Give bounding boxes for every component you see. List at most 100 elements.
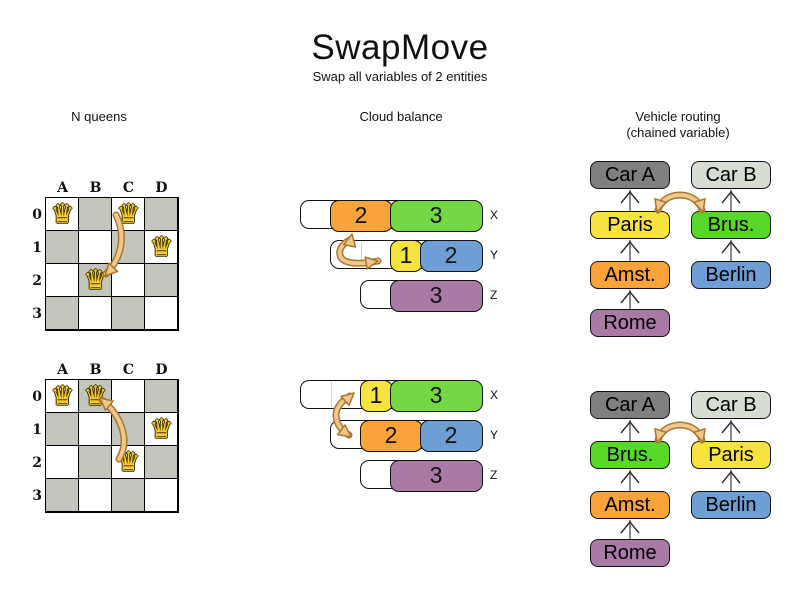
board-cell-A2 [46, 264, 79, 297]
board-cell-C0 [112, 198, 145, 231]
board-cell-C0 [112, 380, 145, 413]
board-cell-B3 [79, 297, 112, 330]
board-column-label-B: B [89, 180, 102, 196]
swap-arrow-vehicle-before-outline [654, 191, 706, 214]
board-column-label-D: D [155, 180, 168, 196]
board-cell-B2 [79, 446, 112, 479]
page-subtitle: Swap all variables of 2 entities [312, 69, 488, 84]
chain-arrowhead-icon [721, 190, 741, 204]
cloud-computer-label-X-after: X [490, 387, 499, 402]
swap-arrow-vehicle-before [656, 193, 704, 212]
cloud-process-before-Z-0: 3 [389, 279, 483, 312]
board-column-label-A: A [57, 180, 68, 196]
board-cell-D0 [145, 198, 178, 231]
board-row-label-0: 0 [32, 388, 42, 405]
vrp-box-before-berlin: Berlin [691, 261, 771, 289]
board-cell-A3 [46, 479, 79, 512]
vrp-box-before-rome: Rome [590, 309, 670, 337]
cloud-process-after-Y-0: 2 [359, 419, 423, 452]
column-header-nqueens: N queens [71, 109, 127, 124]
page-title: SwapMove [311, 28, 489, 67]
column-header-cloud: Cloud balance [359, 109, 443, 124]
vrp-box-before-amst: Amst. [590, 261, 670, 289]
cloud-process-before-Y-0: 1 [389, 239, 423, 272]
board-cell-A0 [46, 380, 79, 413]
board-row-label-1: 1 [32, 239, 42, 256]
chain-arrowhead-icon [721, 240, 741, 254]
unit-divider [331, 382, 332, 407]
queen-icon-B0-after: ♛ [83, 381, 108, 411]
vrp-box-after-brus: Brus. [590, 441, 670, 469]
queen-icon-C2-after: ♛ [116, 447, 141, 477]
cloud-process-after-Y-1: 2 [419, 419, 483, 452]
vrp-box-before-brus: Brus. [691, 211, 771, 239]
board-column-label-C: C [122, 362, 135, 378]
board-cell-A1 [46, 413, 79, 446]
cloud-process-before-X-1: 3 [389, 199, 483, 232]
chain-arrowhead-icon [620, 420, 640, 434]
queen-icon-B2-before: ♛ [83, 265, 108, 295]
board-cell-B0 [79, 198, 112, 231]
cloud-computer-label-Y-before: Y [490, 247, 499, 262]
board-column-label-B: B [89, 362, 102, 378]
board-cell-C1 [112, 231, 145, 264]
cloud-process-after-X-1: 3 [389, 379, 483, 412]
chain-arrowhead-icon [620, 190, 640, 204]
board-cell-B3 [79, 479, 112, 512]
board-row-label-2: 2 [32, 272, 42, 289]
board-cell-D0 [145, 380, 178, 413]
vrp-box-after-carb: Car B [691, 391, 771, 419]
vrp-box-before-carb: Car B [691, 161, 771, 189]
board-row-label-3: 3 [32, 487, 42, 504]
board-row-label-1: 1 [32, 421, 42, 438]
chain-arrowhead-icon [721, 470, 741, 484]
cloud-computer-Z-before: 3 [360, 279, 483, 312]
cloud-process-after-X-0: 1 [359, 379, 393, 412]
board-cell-C3 [112, 479, 145, 512]
vrp-box-after-rome: Rome [590, 539, 670, 567]
board-column-label-D: D [155, 362, 168, 378]
board-cell-D1 [145, 413, 178, 446]
board-cell-A2 [46, 446, 79, 479]
board-cell-D2 [145, 264, 178, 297]
cloud-process-before-Y-1: 2 [419, 239, 483, 272]
unit-divider [361, 242, 362, 267]
cloud-computer-label-Y-after: Y [490, 427, 499, 442]
queen-icon-A0-after: ♛ [50, 381, 75, 411]
board-cell-D3 [145, 479, 178, 512]
board-cell-A1 [46, 231, 79, 264]
queen-icon-C0-before: ♛ [116, 199, 141, 229]
column-header-vehicle-line1: Vehicle routing [635, 109, 721, 124]
board-row-label-2: 2 [32, 454, 42, 471]
queen-icon-A0-before: ♛ [50, 199, 75, 229]
cloud-computer-label-Z-after: Z [490, 467, 498, 482]
swap-arrow-vehicle-after-outline [654, 421, 706, 444]
swap-arrow-vehicle-after [656, 423, 704, 442]
queen-icon-D1-before: ♛ [149, 232, 174, 262]
board-cell-B1 [79, 413, 112, 446]
board-cell-D1 [145, 231, 178, 264]
cloud-process-before-X-0: 2 [329, 199, 393, 232]
board-column-label-A: A [57, 362, 68, 378]
cloud-computer-Z-after: 3 [360, 459, 483, 492]
board-cell-C2 [112, 264, 145, 297]
board-column-label-C: C [122, 180, 135, 196]
board-cell-C3 [112, 297, 145, 330]
board-cell-C2 [112, 446, 145, 479]
board-cell-C1 [112, 413, 145, 446]
cloud-computer-label-Z-before: Z [490, 287, 498, 302]
column-header-vehicle: Vehicle routing (chained variable) [593, 109, 763, 141]
cloud-process-after-Z-0: 3 [389, 459, 483, 492]
chain-arrowhead-icon [721, 420, 741, 434]
cloud-computer-label-X-before: X [490, 207, 499, 222]
vrp-box-after-amst: Amst. [590, 491, 670, 519]
board-cell-B1 [79, 231, 112, 264]
chain-arrowhead-icon [620, 240, 640, 254]
vrp-box-after-berlin: Berlin [691, 491, 771, 519]
